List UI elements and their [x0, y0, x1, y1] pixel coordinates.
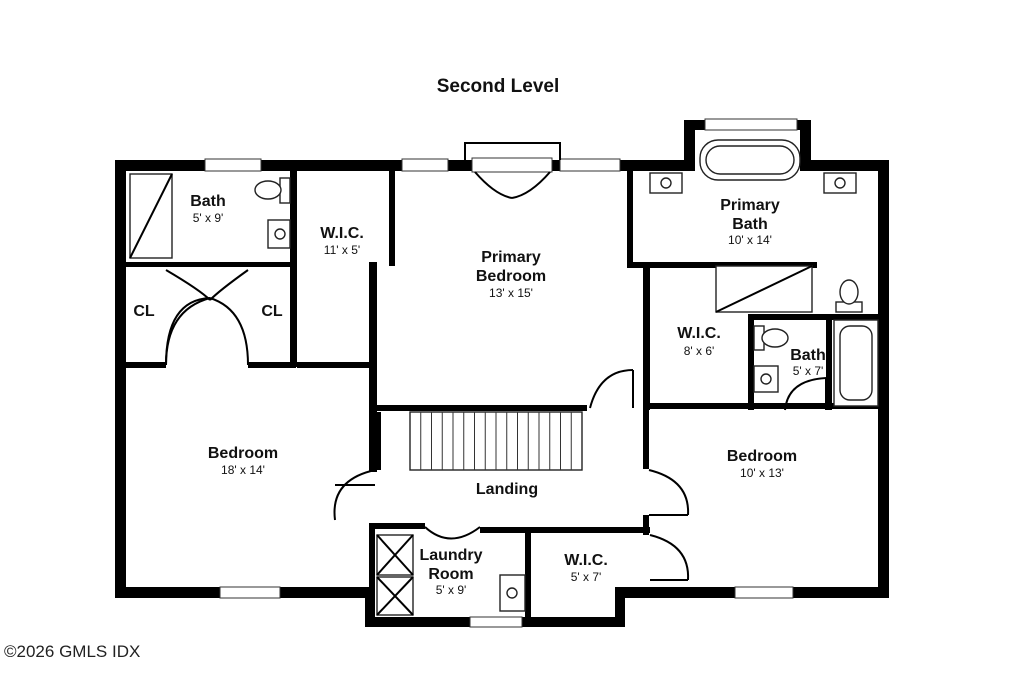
room-bath-right: Bath 5' x 7' — [790, 347, 826, 378]
room-wic-bottom: W.I.C. 5' x 7' — [564, 552, 608, 584]
room-dims: 10' x 13' — [740, 466, 784, 480]
room-dims: 5' x 9' — [436, 583, 467, 597]
room-dims: 5' x 9' — [193, 211, 224, 225]
room-name-line1: Primary — [720, 197, 780, 214]
interior-walls — [126, 171, 883, 622]
room-bedroom-right: Bedroom 10' x 13' — [727, 448, 797, 480]
toilet-right-bath — [753, 325, 789, 351]
room-name: W.I.C. — [564, 552, 608, 569]
shower-primary — [715, 265, 813, 313]
washer-dryer — [376, 534, 414, 616]
room-landing: Landing — [476, 481, 538, 498]
room-name-line1: Primary — [481, 249, 541, 266]
copyright-text: ©2026 GMLS IDX — [4, 642, 140, 661]
room-name-line2: Bedroom — [476, 268, 546, 285]
windows — [204, 118, 798, 628]
bathtub-right — [833, 319, 879, 407]
toilet-primary — [835, 279, 863, 313]
room-dims: 11' x 5' — [324, 243, 360, 257]
plan-title: Second Level — [437, 76, 560, 97]
room-name: Bedroom — [208, 445, 278, 462]
room-name: W.I.C. — [320, 225, 364, 242]
laundry-sink — [499, 574, 526, 612]
sink-left — [267, 219, 291, 249]
room-name: Bedroom — [727, 448, 797, 465]
sink-right-bath — [753, 365, 779, 393]
room-name: Bath — [790, 347, 826, 364]
room-dims: 13' x 15' — [489, 286, 533, 300]
room-closets: CL CL — [133, 303, 283, 320]
room-bath-left: Bath 5' x 9' — [190, 193, 226, 225]
room-name-line2: Bath — [732, 216, 768, 233]
closet-left-label: CL — [133, 303, 155, 320]
room-dims: 18' x 14' — [221, 463, 265, 477]
room-wic-mid: W.I.C. 8' x 6' — [677, 325, 721, 358]
room-wic-left: W.I.C. 11' x 5' — [320, 225, 364, 257]
room-name-line2: Room — [428, 566, 473, 583]
room-dims: 5' x 7' — [571, 570, 602, 584]
room-name: W.I.C. — [677, 325, 721, 342]
shower-left — [129, 173, 173, 259]
closet-right-label: CL — [261, 303, 283, 320]
room-bedroom-left: Bedroom 18' x 14' — [208, 445, 278, 477]
toilet-left — [254, 177, 291, 204]
bathtub-primary — [699, 139, 801, 181]
room-dims: 5' x 7' — [793, 364, 824, 378]
room-name-line1: Laundry — [419, 547, 482, 564]
room-dims: 10' x 14' — [728, 233, 772, 247]
room-name: Bath — [190, 193, 226, 210]
sink-primary-right — [823, 172, 857, 194]
room-laundry: Laundry Room 5' x 9' — [419, 547, 482, 597]
doors — [165, 171, 827, 581]
room-primary-bath: Primary Bath 10' x 14' — [720, 197, 780, 247]
sink-primary-left — [649, 172, 683, 194]
room-name: Landing — [476, 481, 538, 498]
room-dims: 8' x 6' — [684, 344, 715, 358]
room-primary-bedroom: Primary Bedroom 13' x 15' — [476, 249, 546, 300]
stair-treads — [420, 412, 572, 470]
